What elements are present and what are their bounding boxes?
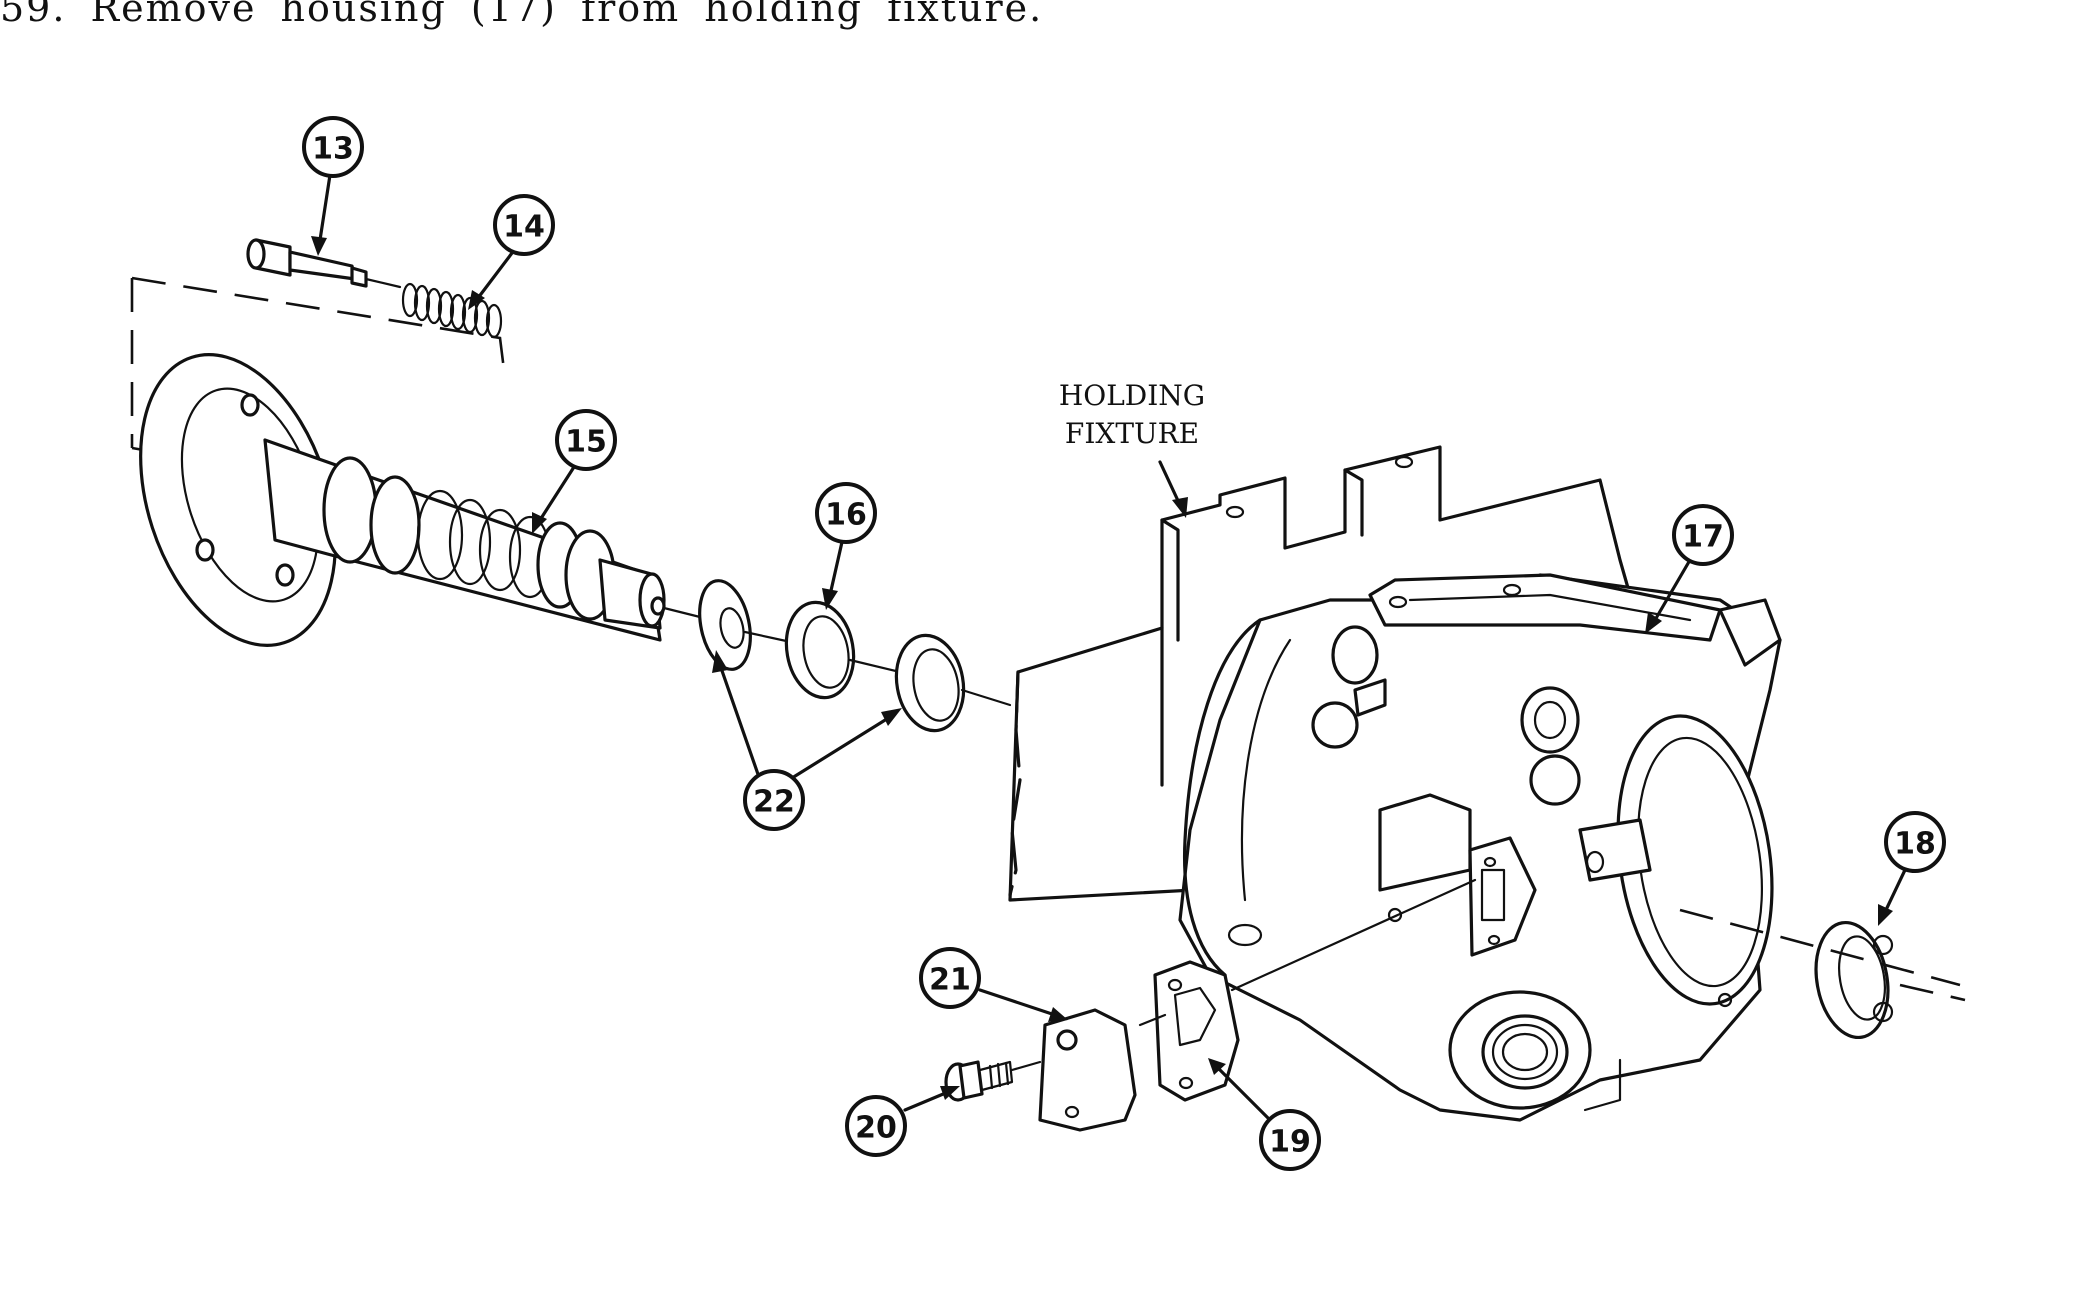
- part-17-housing: [1178, 573, 1782, 1122]
- part-16-ring: [784, 600, 902, 700]
- instruction-step: 59. Remove housing (17) from holding fix…: [0, 0, 1044, 30]
- holding-fixture-label: HOLDING FIXTURE: [1059, 379, 1205, 518]
- callout-14: 14: [493, 194, 555, 256]
- callout-20: 20: [845, 1095, 907, 1157]
- callout-21-label: 21: [929, 963, 971, 998]
- holding-fixture-line2: FIXTURE: [1065, 417, 1199, 450]
- part-20-screw: [944, 1060, 1042, 1102]
- part-15-spool: [139, 353, 722, 647]
- holding-fixture-line1: HOLDING: [1059, 379, 1205, 412]
- callout-15: 15: [555, 409, 617, 471]
- callout-16: 16: [815, 482, 877, 544]
- callout-19-label: 19: [1269, 1125, 1311, 1160]
- callout-17-label: 17: [1682, 520, 1724, 555]
- part-18-retaining-ring: [1679, 908, 1966, 1040]
- callout-21: 21: [919, 947, 981, 1009]
- callout-22: 22: [743, 769, 805, 831]
- callout-19: 19: [1259, 1109, 1321, 1171]
- leader-lines: [311, 173, 1907, 1120]
- part-22-ring: [894, 633, 1012, 733]
- callout-13: 13: [302, 116, 364, 178]
- callout-18: 18: [1884, 811, 1946, 873]
- part-21-cover: [1038, 1008, 1167, 1132]
- callout-14-label: 14: [503, 210, 545, 245]
- part-13-screw: [246, 238, 402, 289]
- callout-20-label: 20: [855, 1111, 897, 1146]
- part-22-washer: [698, 579, 802, 671]
- callout-22-label: 22: [753, 785, 795, 820]
- part-14-spring: [401, 282, 503, 339]
- callout-16-label: 16: [825, 498, 867, 533]
- callout-13-label: 13: [312, 132, 354, 167]
- callout-18-label: 18: [1894, 827, 1936, 862]
- callout-17: 17: [1672, 504, 1734, 566]
- callout-15-label: 15: [565, 425, 607, 460]
